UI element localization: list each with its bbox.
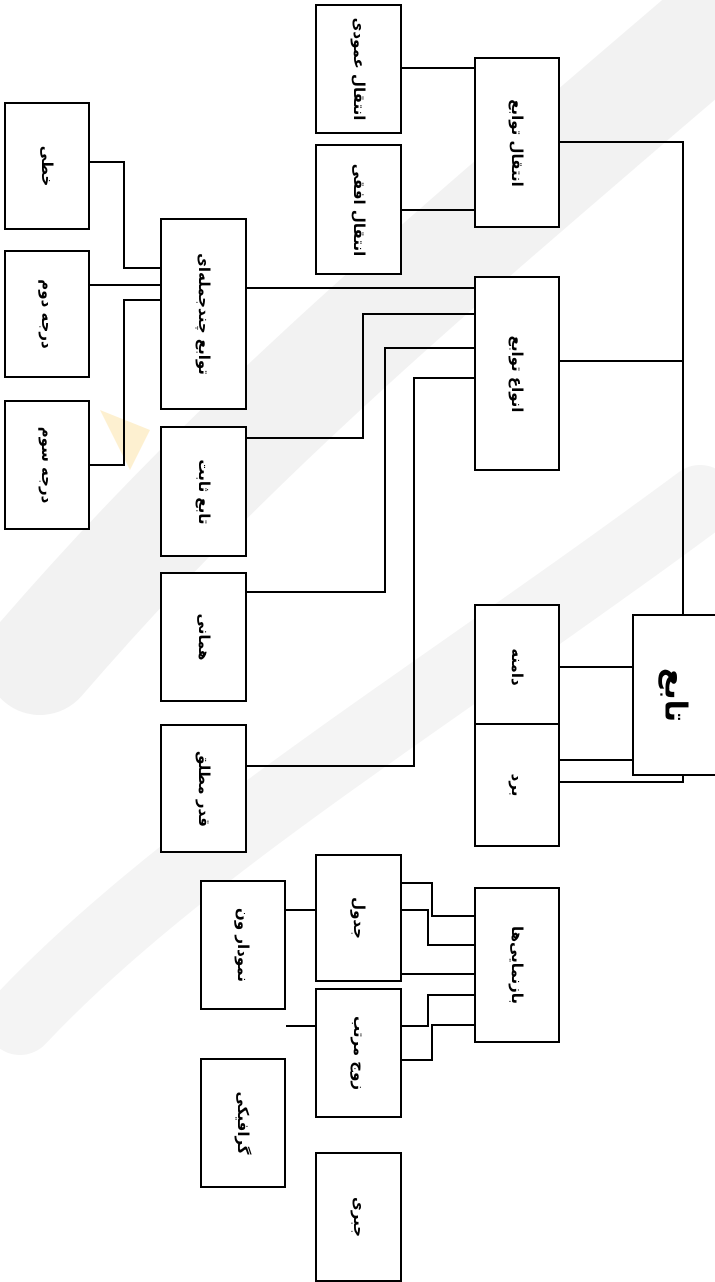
node-ordered-pair: زوج مرتب — [315, 988, 402, 1118]
node-label: توابع چندجمله‌ای — [194, 253, 213, 375]
node-label: برد — [508, 773, 526, 797]
node-label: درجه سوم — [38, 426, 56, 504]
node-label: گرافیکی — [234, 1091, 252, 1155]
node-range: برد — [474, 723, 560, 847]
node-function-types: انواع توابع — [474, 276, 560, 471]
node-quadratic: درجه دوم — [4, 250, 90, 378]
node-label: انتقال افقی — [349, 163, 368, 256]
node-venn-diagram: نمودار ون — [200, 880, 286, 1010]
connector — [402, 1024, 474, 1061]
node-amplitude: دامنه — [474, 604, 560, 730]
node-constant: تابع ثابت — [160, 426, 247, 557]
connector — [560, 776, 684, 783]
connector — [247, 377, 474, 767]
node-label: انتقال توابع — [508, 98, 526, 187]
connector — [402, 882, 474, 917]
node-label: تابع ثابت — [194, 458, 213, 525]
node-label: تابع — [657, 667, 693, 723]
node-label: دامنه — [508, 648, 526, 686]
node-label: خطی — [38, 145, 56, 187]
node-label: نمودار ون — [234, 908, 252, 982]
node-absolute-value: قدر مطلق — [160, 724, 247, 853]
node-identity: همانی — [160, 572, 247, 702]
node-label: انتقال عمودی — [349, 17, 368, 121]
node-graphic: گرافیکی — [200, 1058, 286, 1188]
connector — [90, 299, 160, 466]
node-function: تابع — [632, 614, 715, 776]
watermark-arc — [0, 0, 715, 715]
connector — [90, 161, 160, 269]
node-label: همانی — [194, 613, 213, 661]
node-shift-functions: انتقال توابع — [474, 57, 560, 228]
connector — [247, 347, 474, 593]
node-representations: بازنمایی‌ها — [474, 887, 560, 1043]
node-vertical-shift: انتقال عمودی — [315, 4, 402, 134]
node-label: بازنمایی‌ها — [508, 925, 526, 1005]
node-label: انواع توابع — [508, 335, 526, 412]
connector — [560, 141, 684, 614]
node-label: جدول — [349, 897, 368, 939]
node-polynomial: توابع چندجمله‌ای — [160, 218, 247, 410]
connector — [247, 313, 474, 439]
node-linear: خطی — [4, 102, 90, 230]
node-horizontal-shift: انتقال افقی — [315, 144, 402, 275]
node-cubic: درجه سوم — [4, 400, 90, 530]
watermark-arc — [0, 465, 715, 1055]
node-algebraic: جبری — [315, 1152, 402, 1282]
node-label: قدر مطلق — [194, 750, 213, 827]
node-label: درجه دوم — [38, 279, 56, 349]
node-table: جدول — [315, 854, 402, 982]
node-label: جبری — [349, 1196, 368, 1238]
node-label: زوج مرتب — [349, 1015, 368, 1091]
